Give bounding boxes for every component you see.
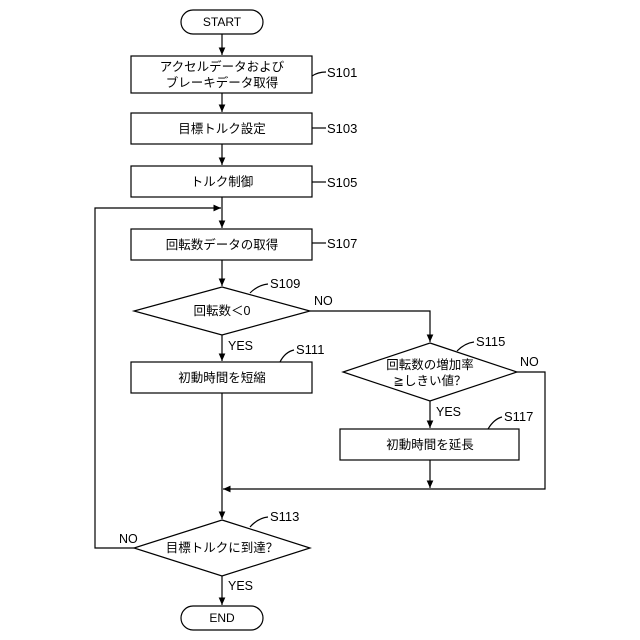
s109-yes-label: YES	[228, 339, 253, 353]
s101-text-line1: アクセルデータおよび	[160, 59, 285, 74]
leader-s113	[250, 517, 268, 527]
s107-text: 回転数データの取得	[166, 237, 279, 252]
leader-s101	[312, 72, 326, 76]
s109-text: 回転数＜0	[194, 303, 251, 318]
s113-id: S113	[270, 509, 299, 524]
end-label: END	[209, 611, 235, 625]
s113-yes-label: YES	[228, 579, 253, 593]
connector-s115-no	[430, 372, 545, 489]
s113-no-label: NO	[119, 532, 138, 546]
leader-s117	[488, 417, 502, 429]
s109-no-label: NO	[314, 294, 333, 308]
s115-text-line2: ≧しきい値？	[394, 373, 467, 388]
connector-s109-no	[310, 311, 430, 342]
s117-id: S117	[504, 409, 533, 424]
s115-no-label: NO	[520, 355, 539, 369]
s111-id: S111	[296, 342, 324, 357]
s101-id: S101	[327, 65, 357, 80]
s111-text: 初動時間を短縮	[178, 370, 266, 385]
s115-yes-label: YES	[436, 405, 461, 419]
leader-s111	[280, 350, 294, 362]
s101-text-line2: ブレーキデータ取得	[166, 75, 279, 90]
s115-text-line1: 回転数の増加率	[386, 357, 474, 372]
start-label: START	[203, 15, 242, 29]
leader-s109	[250, 284, 268, 293]
s105-text: トルク制御	[191, 174, 254, 189]
s107-id: S107	[327, 236, 357, 251]
s115-diamond	[343, 343, 517, 401]
leader-s115	[457, 342, 474, 351]
s115-id: S115	[476, 334, 505, 349]
s113-text: 目標トルクに到達？	[166, 541, 279, 555]
s117-text: 初動時間を延長	[386, 438, 474, 452]
s103-text: 目標トルク設定	[178, 121, 266, 136]
s109-id: S109	[270, 276, 300, 291]
s103-id: S103	[327, 121, 357, 136]
s105-id: S105	[327, 175, 357, 190]
